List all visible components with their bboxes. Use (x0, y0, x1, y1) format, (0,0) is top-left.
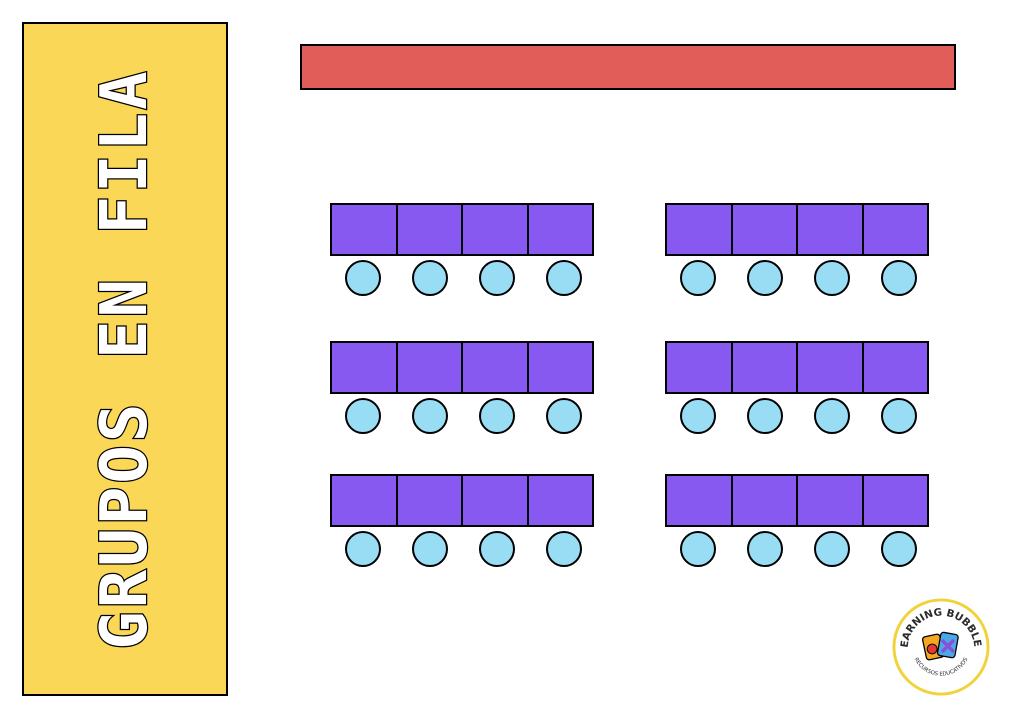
desk-row (330, 203, 600, 256)
desk (526, 474, 594, 527)
learning-bubbles-logo: LEARNING BUBBLES RECURSOS EDUCATIVOS (892, 598, 990, 696)
chair (546, 531, 582, 567)
desk-group (330, 341, 600, 436)
chair (345, 260, 381, 296)
chair (814, 531, 850, 567)
chair-row (330, 394, 600, 436)
desk (796, 474, 864, 527)
desk (730, 341, 798, 394)
chair (412, 398, 448, 434)
desk-group (665, 474, 935, 569)
desk (395, 203, 463, 256)
chair (479, 398, 515, 434)
chair (680, 398, 716, 434)
desk (461, 203, 529, 256)
desk (665, 474, 733, 527)
desk-group (665, 203, 935, 298)
desk (861, 474, 929, 527)
chair-row (665, 527, 935, 569)
desk-row (665, 474, 935, 527)
chair (479, 531, 515, 567)
chair (412, 531, 448, 567)
desk (330, 203, 398, 256)
chair (814, 398, 850, 434)
page-title: GRUPOS EN FILA (87, 67, 164, 651)
chair-row (330, 256, 600, 298)
chair-row (665, 256, 935, 298)
chair (680, 260, 716, 296)
desk (330, 474, 398, 527)
chair (412, 260, 448, 296)
desk (730, 474, 798, 527)
chair (680, 531, 716, 567)
desk (330, 341, 398, 394)
chair (881, 398, 917, 434)
desk-row (330, 474, 600, 527)
desk (730, 203, 798, 256)
chair (881, 531, 917, 567)
desk (665, 203, 733, 256)
desk (861, 341, 929, 394)
chair (747, 398, 783, 434)
desk-group (665, 341, 935, 436)
desk (395, 474, 463, 527)
desk (526, 341, 594, 394)
desk-row (665, 341, 935, 394)
desk-group (330, 474, 600, 569)
title-panel: GRUPOS EN FILA (22, 22, 228, 696)
desk-row (665, 203, 935, 256)
chair (747, 260, 783, 296)
blackboard (300, 44, 956, 90)
desk-row (330, 341, 600, 394)
puzzle-icon (941, 639, 955, 653)
chair (546, 260, 582, 296)
chair (814, 260, 850, 296)
chair (345, 398, 381, 434)
desk (665, 341, 733, 394)
chair-row (330, 527, 600, 569)
desk (461, 341, 529, 394)
desk (461, 474, 529, 527)
chair (881, 260, 917, 296)
chair (345, 531, 381, 567)
chair (479, 260, 515, 296)
chair (546, 398, 582, 434)
desk (526, 203, 594, 256)
desk (796, 203, 864, 256)
desk (796, 341, 864, 394)
apple-icon (926, 643, 938, 655)
chair (747, 531, 783, 567)
desk (861, 203, 929, 256)
desk-group (330, 203, 600, 298)
desk (395, 341, 463, 394)
chair-row (665, 394, 935, 436)
